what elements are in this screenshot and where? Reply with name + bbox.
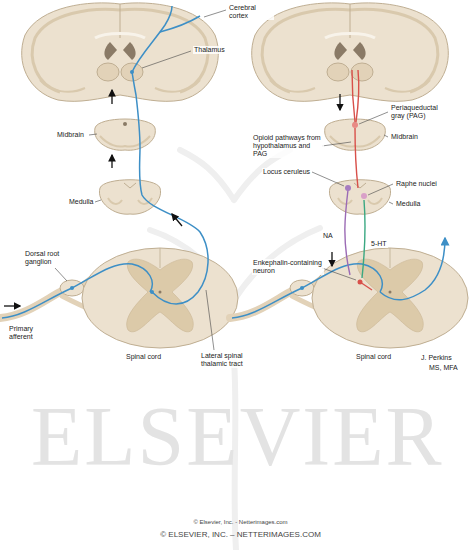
structure-label: Locus ceruleus xyxy=(262,168,311,176)
structure-label: Thalamus xyxy=(193,46,226,54)
structure-label: Spinal cord xyxy=(125,353,162,361)
author-signature: MS, MFA xyxy=(428,364,459,372)
neurotransmitter-label: 5-HT xyxy=(370,240,388,248)
structure-label: Dorsal root ganglion xyxy=(24,250,72,266)
structure-label: Midbrain xyxy=(390,133,419,141)
structure-label: Cerebral cortex xyxy=(228,4,274,20)
copyright-note: © ELSEVIER, INC. – NETTERIMAGES.COM xyxy=(3,530,475,539)
neurotransmitter-label: NA xyxy=(322,232,334,240)
structure-label: Primary afferent xyxy=(8,325,56,341)
structure-label: Medulla xyxy=(68,198,95,206)
author-signature: J. Perkins xyxy=(420,354,453,362)
watermark: ELSEVIER xyxy=(31,395,444,479)
structure-label: Spinal cord xyxy=(355,353,392,361)
structure-label: Raphe nuclei xyxy=(395,180,438,188)
structure-label: Medulla xyxy=(395,200,422,208)
structure-label: Periaqueductal gray (PAG) xyxy=(390,104,452,120)
structure-label: Enkephalin-containing neuron xyxy=(252,259,324,275)
structure-label: Lateral spinal thalamic tract xyxy=(200,352,264,368)
structure-label: Opioid pathways from hypothalamus and PA… xyxy=(252,134,324,158)
structure-label: Midbrain xyxy=(56,131,85,139)
copyright-note: © Elsevier, Inc. - Netterimages.com xyxy=(3,519,475,525)
